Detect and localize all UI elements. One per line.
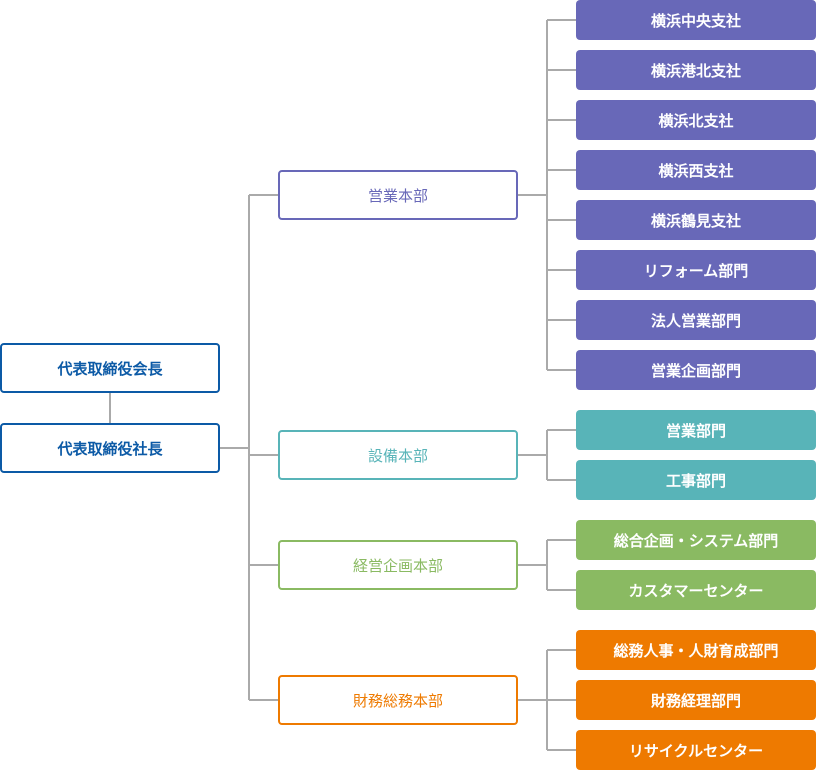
- unit-box: 財務経理部門: [576, 680, 816, 720]
- unit-box: 工事部門: [576, 460, 816, 500]
- unit-box: 総合企画・システム部門: [576, 520, 816, 560]
- unit-box: 総務人事・人財育成部門: [576, 630, 816, 670]
- division-planning: 経営企画本部: [278, 540, 518, 590]
- president-box: 代表取締役社長: [0, 423, 220, 473]
- unit-box: 法人営業部門: [576, 300, 816, 340]
- unit-box: 営業企画部門: [576, 350, 816, 390]
- unit-box: リフォーム部門: [576, 250, 816, 290]
- unit-box: 横浜鶴見支社: [576, 200, 816, 240]
- chairman-box: 代表取締役会長: [0, 343, 220, 393]
- unit-box: 横浜西支社: [576, 150, 816, 190]
- unit-box: 横浜港北支社: [576, 50, 816, 90]
- division-finance: 財務総務本部: [278, 675, 518, 725]
- unit-box: リサイクルセンター: [576, 730, 816, 770]
- unit-box: 横浜中央支社: [576, 0, 816, 40]
- unit-box: 横浜北支社: [576, 100, 816, 140]
- unit-box: カスタマーセンター: [576, 570, 816, 610]
- unit-box: 営業部門: [576, 410, 816, 450]
- division-facilities: 設備本部: [278, 430, 518, 480]
- division-sales: 営業本部: [278, 170, 518, 220]
